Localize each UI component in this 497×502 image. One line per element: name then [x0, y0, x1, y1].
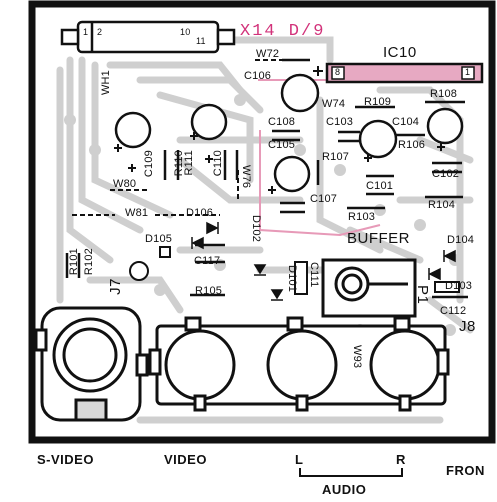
- copper-traces: [56, 36, 474, 424]
- label-w80: W80: [113, 178, 137, 190]
- label-d101: D101: [286, 265, 298, 293]
- label-r104: R104: [428, 199, 456, 211]
- label-r109: R109: [364, 96, 392, 108]
- label-c101: C101: [366, 180, 394, 192]
- component-bars: [65, 58, 468, 299]
- label-r105: R105: [195, 285, 223, 297]
- front-label: FRON: [446, 463, 485, 478]
- label-w93: W93: [351, 345, 363, 369]
- label-c106: C106: [244, 70, 272, 82]
- label-d106: D106: [186, 207, 214, 219]
- buffer-label: BUFFER: [347, 230, 410, 247]
- label-w81: W81: [125, 207, 149, 219]
- cap-polarity: [114, 66, 445, 194]
- label-c102: C102: [432, 168, 460, 180]
- label-c110: C110: [212, 150, 224, 177]
- label-j8: J8: [459, 318, 476, 335]
- label-d105: D105: [145, 233, 173, 245]
- label-w72: W72: [256, 48, 280, 60]
- pin-label: 1: [83, 27, 89, 37]
- jack-label-audio: AUDIO: [322, 482, 367, 497]
- jack-label-video: VIDEO: [164, 452, 207, 467]
- board-id: X14 D/9: [240, 22, 326, 41]
- rca-jack-block: [148, 316, 450, 412]
- pin-label: 11: [196, 36, 206, 46]
- label-c111: C111: [308, 262, 320, 288]
- ic10-label: IC10: [383, 44, 417, 61]
- label-r103: R103: [348, 211, 376, 223]
- label-c107: C107: [310, 193, 338, 205]
- ic10-pin-left: 8: [335, 67, 341, 77]
- label-w74: W74: [322, 98, 346, 110]
- label-r108: R108: [430, 88, 458, 100]
- electrolytic-caps: [114, 73, 464, 193]
- svideo-connector: [34, 306, 149, 422]
- label-c108: C108: [268, 116, 296, 128]
- diodes: [191, 221, 456, 301]
- label-w76: W76: [240, 165, 252, 189]
- label-d103: D103: [445, 280, 473, 292]
- label-c105: C105: [268, 139, 296, 151]
- p1-potentiometer: [321, 258, 417, 318]
- top-connector: [60, 20, 236, 54]
- audio-bracket: [299, 468, 403, 477]
- ic10-pin-right: 1: [465, 67, 471, 77]
- small-caps: [129, 246, 460, 295]
- jack-label-left: L: [295, 452, 304, 467]
- buffer-region: [259, 130, 381, 237]
- label-r101: R101: [68, 248, 80, 276]
- label-c112: C112: [440, 305, 467, 317]
- label-j7: J7: [107, 278, 124, 295]
- jack-label-svideo: S-VIDEO: [37, 452, 94, 467]
- label-r107: R107: [322, 151, 350, 163]
- pin-label: 2: [97, 27, 103, 37]
- pin-label: 10: [180, 27, 191, 37]
- label-p1: P1: [414, 285, 431, 305]
- label-c109: C109: [143, 150, 155, 178]
- jack-label-right: R: [396, 452, 406, 467]
- label-c117: C117: [194, 255, 221, 267]
- wire-jumpers: [72, 59, 285, 216]
- label-r111: R111: [183, 150, 195, 176]
- label-d102: D102: [250, 215, 262, 243]
- label-r106: R106: [398, 139, 426, 151]
- label-wh1: WH1: [100, 70, 112, 96]
- ic10-body: [325, 62, 484, 84]
- label-c103: C103: [326, 116, 354, 128]
- label-d104: D104: [447, 234, 475, 246]
- label-r102: R102: [83, 248, 95, 276]
- label-c104: C104: [392, 116, 420, 128]
